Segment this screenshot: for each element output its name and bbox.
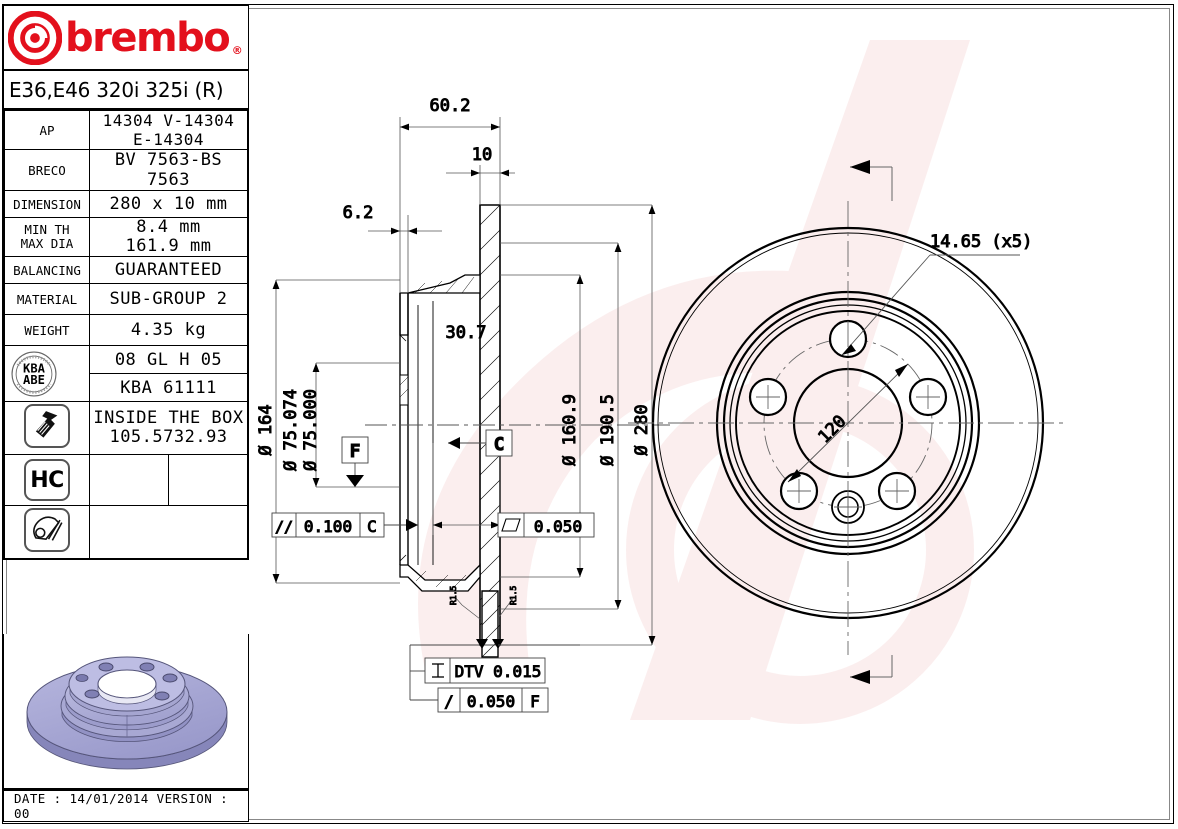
chamfer-callouts	[454, 596, 515, 620]
spec-value-breco: BV 7563-BS 7563	[89, 149, 248, 191]
spec-value-kba-approval: 08 GL H 05	[89, 345, 248, 375]
datum-f-label: F	[350, 441, 361, 462]
table-row: AP 14304 V-14304 E-14304	[4, 110, 248, 150]
spec-value-balancing: GUARANTEED	[89, 256, 248, 285]
wear-sensor-icon	[4, 505, 90, 560]
table-row: WEIGHT 4.35 kg	[4, 314, 248, 347]
parallelism-value: 0.100	[304, 517, 352, 536]
dim-mid-dia: Ø 190.5	[598, 394, 618, 466]
datum-c-label: C	[494, 434, 505, 455]
screw-kit-line2: 105.5732.93	[109, 427, 228, 448]
table-row: MATERIAL SUB-GROUP 2	[4, 283, 248, 316]
hc-badge-icon: HC	[4, 454, 90, 507]
runout-tolerance	[409, 671, 549, 713]
flatness-value: 0.050	[534, 517, 582, 536]
table-row	[4, 505, 248, 560]
spec-value-ap: 14304 V-14304 E-14304	[89, 110, 248, 150]
dim-bore-dia-max: Ø 75.074	[281, 389, 301, 471]
spec-label-dimension: DIMENSION	[4, 190, 90, 218]
dim-inner-friction-dia: Ø 160.9	[560, 394, 580, 466]
bolt-holes	[748, 319, 948, 511]
table-row: DIMENSION 280 x 10 mm	[4, 190, 248, 218]
parallelism-symbol: //	[275, 518, 293, 536]
spec-value-weight: 4.35 kg	[89, 314, 248, 347]
kba-abe-stamp-icon: KBA ABE	[4, 345, 90, 403]
runout-datum: F	[530, 692, 540, 711]
kba-stamp-line2: ABE	[23, 372, 45, 386]
brand-wordmark: brembo®	[65, 14, 243, 61]
screw-icon	[4, 401, 90, 456]
spec-label-min-th-max-dia: MIN TH MAX DIA	[4, 216, 90, 258]
kba-stamp-line1: KBA	[23, 361, 46, 375]
registered-trademark-icon: ®	[231, 43, 243, 57]
footer-date-version: DATE : 14/01/2014 VERSION : 00	[3, 789, 249, 822]
chamfer-left-label: R1.5	[449, 586, 458, 605]
table-row: INSIDE THE BOX 105.5732.93	[4, 401, 248, 456]
hc-value-cell-right	[168, 454, 248, 507]
view-direction-arrows	[850, 160, 893, 684]
hc-value-cell-left	[89, 454, 169, 507]
bolt-hole-callout-leader	[841, 254, 1020, 356]
dim-bore-dia-min: Ø 75.000	[301, 389, 321, 471]
spec-table: AP 14304 V-14304 E-14304 BRECO BV 7563-B…	[4, 110, 248, 560]
top-dimension-lines	[368, 117, 515, 293]
spec-value-min-th: 8.4 mm	[136, 217, 201, 237]
brand-name: brembo	[65, 14, 231, 61]
spec-label-material: MATERIAL	[4, 283, 90, 316]
dim-overall-depth: 60.2	[430, 96, 471, 116]
table-row: MIN TH MAX DIA 8.4 mm 161.9 mm	[4, 216, 248, 258]
table-row: BALANCING GUARANTEED	[4, 256, 248, 285]
flatness-tolerance	[497, 512, 595, 538]
table-row: KBA ABE 08 GL H 05	[4, 345, 248, 403]
dim-hat-depth: 30.7	[446, 323, 487, 343]
screw-kit-line1: INSIDE THE BOX	[93, 408, 244, 429]
table-row: BRECO BV 7563-BS 7563	[4, 149, 248, 191]
spec-label-breco: BRECO	[4, 149, 90, 191]
spec-value-material: SUB-GROUP 2	[89, 283, 248, 316]
datum-f	[341, 436, 369, 487]
spec-label-max-dia: MAX DIA	[20, 236, 74, 252]
parallelism-tolerance	[271, 512, 418, 538]
dim-outer-dia: Ø 280	[632, 404, 652, 455]
left-diameter-dimensions	[272, 279, 400, 584]
bolt-hole-callout: 14.65 (x5)	[930, 232, 1032, 252]
brake-disc-3d-render	[3, 634, 249, 789]
chamfer-right-label: R1.5	[509, 586, 518, 605]
runout-value: 0.050	[467, 692, 515, 711]
dtv-tolerance	[409, 639, 580, 684]
pcd-value: 120	[815, 412, 851, 448]
dtv-value: DTV 0.015	[455, 662, 542, 681]
spec-value-screw-kit: INSIDE THE BOX 105.5732.93	[89, 401, 248, 456]
runout-symbol: /	[444, 692, 454, 711]
spec-label-min-th: MIN TH	[24, 222, 70, 238]
brembo-logo-icon	[8, 10, 62, 65]
hc-label: HC	[24, 459, 70, 502]
dim-outer-hat-dia: Ø 164	[256, 404, 276, 455]
spec-value-dimension: 280 x 10 mm	[89, 190, 248, 218]
spec-label-weight: WEIGHT	[4, 314, 90, 347]
dtv-symbol-icon	[432, 663, 444, 678]
info-block: brembo® E36,E46 320i 325i (R) AP 14304 V…	[3, 5, 249, 561]
spec-label-balancing: BALANCING	[4, 256, 90, 285]
section-view-geometry	[365, 204, 670, 658]
table-row: HC	[4, 454, 248, 507]
dim-hub-offset: 6.2	[343, 203, 374, 223]
brand-logo-row: brembo®	[4, 6, 248, 71]
technical-drawing-area: 60.2 10 6.2 30.7	[250, 5, 1175, 823]
spec-value-max-dia: 161.9 mm	[125, 236, 212, 257]
parallelism-datum: C	[367, 517, 377, 536]
face-view-geometry	[628, 201, 1068, 655]
dim-disc-thickness: 10	[472, 145, 492, 165]
datum-c	[448, 429, 513, 457]
spec-value-min-th-max-dia: 8.4 mm 161.9 mm	[89, 216, 248, 258]
spec-value-kba-number: KBA 61111	[89, 373, 248, 403]
pcd-dimension	[787, 363, 909, 483]
sensor-value-cell	[89, 505, 248, 560]
spec-label-ap: AP	[4, 110, 90, 150]
model-title: E36,E46 320i 325i (R)	[4, 71, 248, 110]
